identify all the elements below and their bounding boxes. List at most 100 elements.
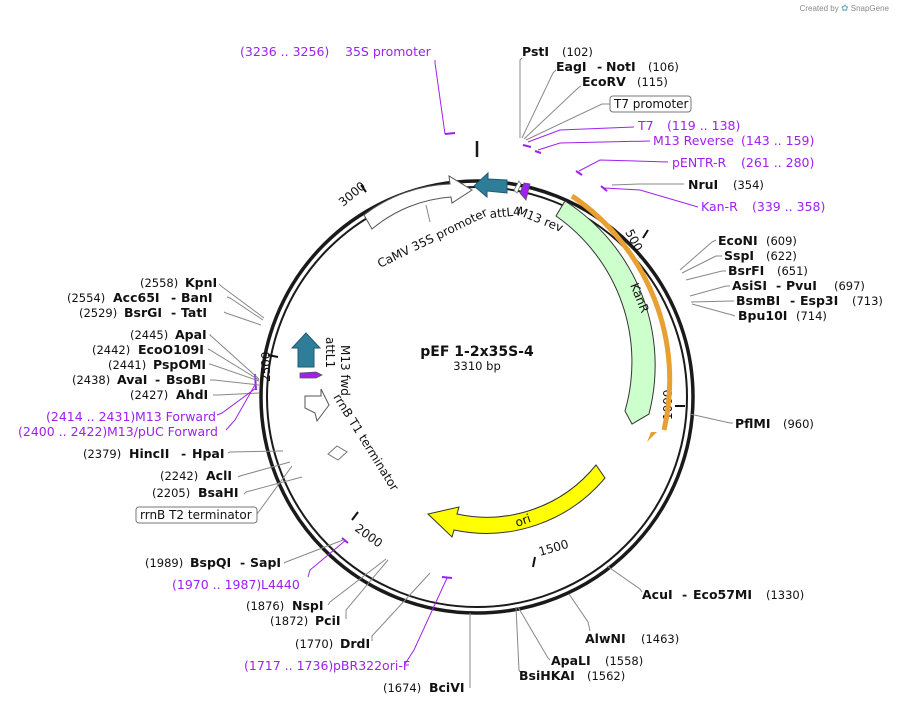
feature-kanr[interactable]: KanR	[555, 193, 673, 442]
site-apali[interactable]: ApaLI (1558)	[551, 653, 643, 668]
site-ecorv[interactable]: EcoRV (115)	[582, 74, 668, 89]
site-bpu10i[interactable]: Bpu10I (714)	[738, 308, 827, 323]
eagi-name: EagI	[556, 59, 587, 74]
eco0109i-pos: (2442)	[92, 343, 130, 357]
bsihkai-name: BsiHKAI	[519, 668, 575, 683]
site-apai[interactable]: (2445) ApaI	[130, 327, 207, 342]
site-eagi-noti[interactable]: EagI - NotI (106)	[556, 59, 679, 74]
primer-35s-name: 35S promoter	[345, 44, 432, 59]
hincii-pos: (2379)	[83, 447, 121, 461]
site-eco0109i[interactable]: (2442) EcoO109I	[92, 342, 204, 357]
tick-label-2500: 2500	[259, 351, 273, 382]
primer-m13puc-range: (2400 .. 2422)	[18, 424, 107, 439]
site-alwni[interactable]: AlwNI (1463)	[585, 631, 679, 646]
primer-m13-puc-forward[interactable]: (2400 .. 2422) M13/pUC Forward	[18, 424, 218, 439]
feature-ori[interactable]: ori	[426, 464, 606, 538]
apai-pos: (2445)	[130, 328, 168, 342]
primer-pbr322ori-f[interactable]: (1717 .. 1736) pBR322ori-F	[244, 658, 410, 673]
drdi-pos: (1770)	[295, 637, 333, 651]
nspi-name: NspI	[292, 598, 324, 613]
acui-pos: (1330)	[766, 588, 804, 602]
snapgene-branding: Created by ✿ SnapGene	[800, 3, 889, 14]
sspi-pos: (622)	[766, 249, 797, 263]
site-nspi[interactable]: (1876) NspI	[246, 598, 324, 613]
acli-pos: (2242)	[160, 469, 198, 483]
created-by-text: Created by	[799, 4, 839, 13]
primer-l4440-name: L4440	[261, 577, 300, 592]
site-hincii-hpai[interactable]: (2379) HincII - HpaI	[83, 446, 225, 461]
primer-kanr-name: Kan-R	[701, 199, 738, 214]
site-bsihkai[interactable]: BsiHKAI (1562)	[519, 668, 625, 683]
site-econi[interactable]: EcoNI (609)	[718, 233, 797, 248]
site-bcivi[interactable]: (1674) BciVI	[383, 680, 465, 695]
primer-m13-forward[interactable]: (2414 .. 2431) M13 Forward	[46, 409, 216, 424]
tick-label-1500: 1500	[537, 537, 570, 559]
sspi-name: SspI	[724, 248, 754, 263]
feature-rrnb-t1-terminator[interactable]: rrnB T1 terminator	[304, 388, 402, 493]
site-kpni[interactable]: (2558) KpnI	[140, 275, 217, 290]
tick-label-3000: 3000	[336, 179, 368, 209]
site-acli[interactable]: (2242) AclI	[160, 468, 232, 483]
primer-t7-name: T7	[637, 118, 654, 133]
snapgene-name: SnapGene	[850, 4, 889, 13]
plasmid-length: 3310 bp	[453, 359, 501, 373]
feature-m13-fwd[interactable]: M13 fwd	[299, 345, 352, 396]
feature-attl1[interactable]: attL1	[290, 332, 337, 368]
kpni-name: KpnI	[185, 275, 217, 290]
site-pcii[interactable]: (1872) PciI	[270, 613, 341, 628]
feature-rrnb-t2-terminator[interactable]: rrnB T2 terminator	[135, 506, 258, 524]
bsmbi-pos: (713)	[852, 294, 883, 308]
econi-name: EcoNI	[718, 233, 758, 248]
site-avai-bsobi[interactable]: (2438) AvaI - BsoBI	[72, 372, 206, 387]
site-bspqi-sapi[interactable]: (1989) BspQI - SapI	[145, 555, 281, 570]
site-drdi[interactable]: (1770) DrdI	[295, 636, 370, 651]
feature-t7-promoter[interactable]: T7 promoter	[609, 95, 692, 113]
primer-t7[interactable]: T7 (119 .. 138)	[637, 118, 740, 133]
site-pspomi[interactable]: (2441) PspOMI	[108, 357, 206, 372]
site-acui-eco57mi[interactable]: AcuI - Eco57MI (1330)	[642, 587, 804, 602]
primer-m13fwd-name: M13 Forward	[135, 409, 216, 424]
avai-pos: (2438)	[72, 373, 110, 387]
attl1-label: attL1	[323, 337, 337, 368]
feature-attl4[interactable]: attL4	[473, 171, 521, 221]
site-pflmi[interactable]: PflMI (960)	[735, 416, 814, 431]
site-asisi-pvui[interactable]: AsiSI - PvuI (697)	[732, 278, 865, 293]
hincii-name: HincII	[129, 446, 169, 461]
bcivi-pos: (1674)	[383, 681, 421, 695]
primer-marks	[254, 132, 608, 579]
separator: -	[155, 372, 160, 387]
site-bsrfi[interactable]: BsrFI (651)	[728, 263, 808, 278]
site-bsahi[interactable]: (2205) BsaHI	[152, 485, 239, 500]
primer-l4440[interactable]: (1970 .. 1987) L4440	[172, 577, 300, 592]
site-nrui[interactable]: NruI (354)	[688, 177, 764, 192]
asisi-pos: (697)	[834, 279, 865, 293]
nrui-name: NruI	[688, 177, 718, 192]
primer-35s-promoter[interactable]: (3236 .. 3256) 35S promoter	[240, 44, 432, 59]
feature-camv-35s-promoter[interactable]: CaMV 35S promoter	[363, 175, 490, 271]
site-sspi[interactable]: SspI (622)	[724, 248, 797, 263]
site-psti[interactable]: PstI (102)	[522, 44, 593, 59]
separator: -	[171, 290, 176, 305]
apali-name: ApaLI	[551, 653, 591, 668]
site-bsrgi-tati[interactable]: (2529) BsrGI - TatI	[79, 305, 207, 320]
acc65i-pos: (2554)	[67, 291, 105, 305]
bsahi-pos: (2205)	[152, 486, 190, 500]
site-bsmbi-esp3i[interactable]: BsmBI - Esp3I (713)	[736, 293, 883, 308]
site-acc65i-bani[interactable]: (2554) Acc65I - BanI	[67, 290, 213, 305]
noti-name: NotI	[606, 59, 636, 74]
alwni-pos: (1463)	[641, 632, 679, 646]
pvui-name: PvuI	[786, 278, 817, 293]
primer-m13-reverse[interactable]: M13 Reverse (143 .. 159)	[653, 133, 814, 148]
apali-pos: (1558)	[605, 654, 643, 668]
pcii-pos: (1872)	[270, 614, 308, 628]
alwni-name: AlwNI	[585, 631, 626, 646]
primer-kan-r[interactable]: Kan-R (339 .. 358)	[701, 199, 825, 214]
rrnb-t1-label: rrnB T1 terminator	[330, 391, 401, 493]
site-ahdi[interactable]: (2427) AhdI	[130, 387, 208, 402]
bsmbi-name: BsmBI	[736, 293, 780, 308]
ecorv-pos: (115)	[637, 75, 668, 89]
hpai-name: HpaI	[192, 446, 225, 461]
separator: -	[240, 555, 245, 570]
primer-pentr-r[interactable]: pENTR-R (261 .. 280)	[672, 155, 814, 170]
